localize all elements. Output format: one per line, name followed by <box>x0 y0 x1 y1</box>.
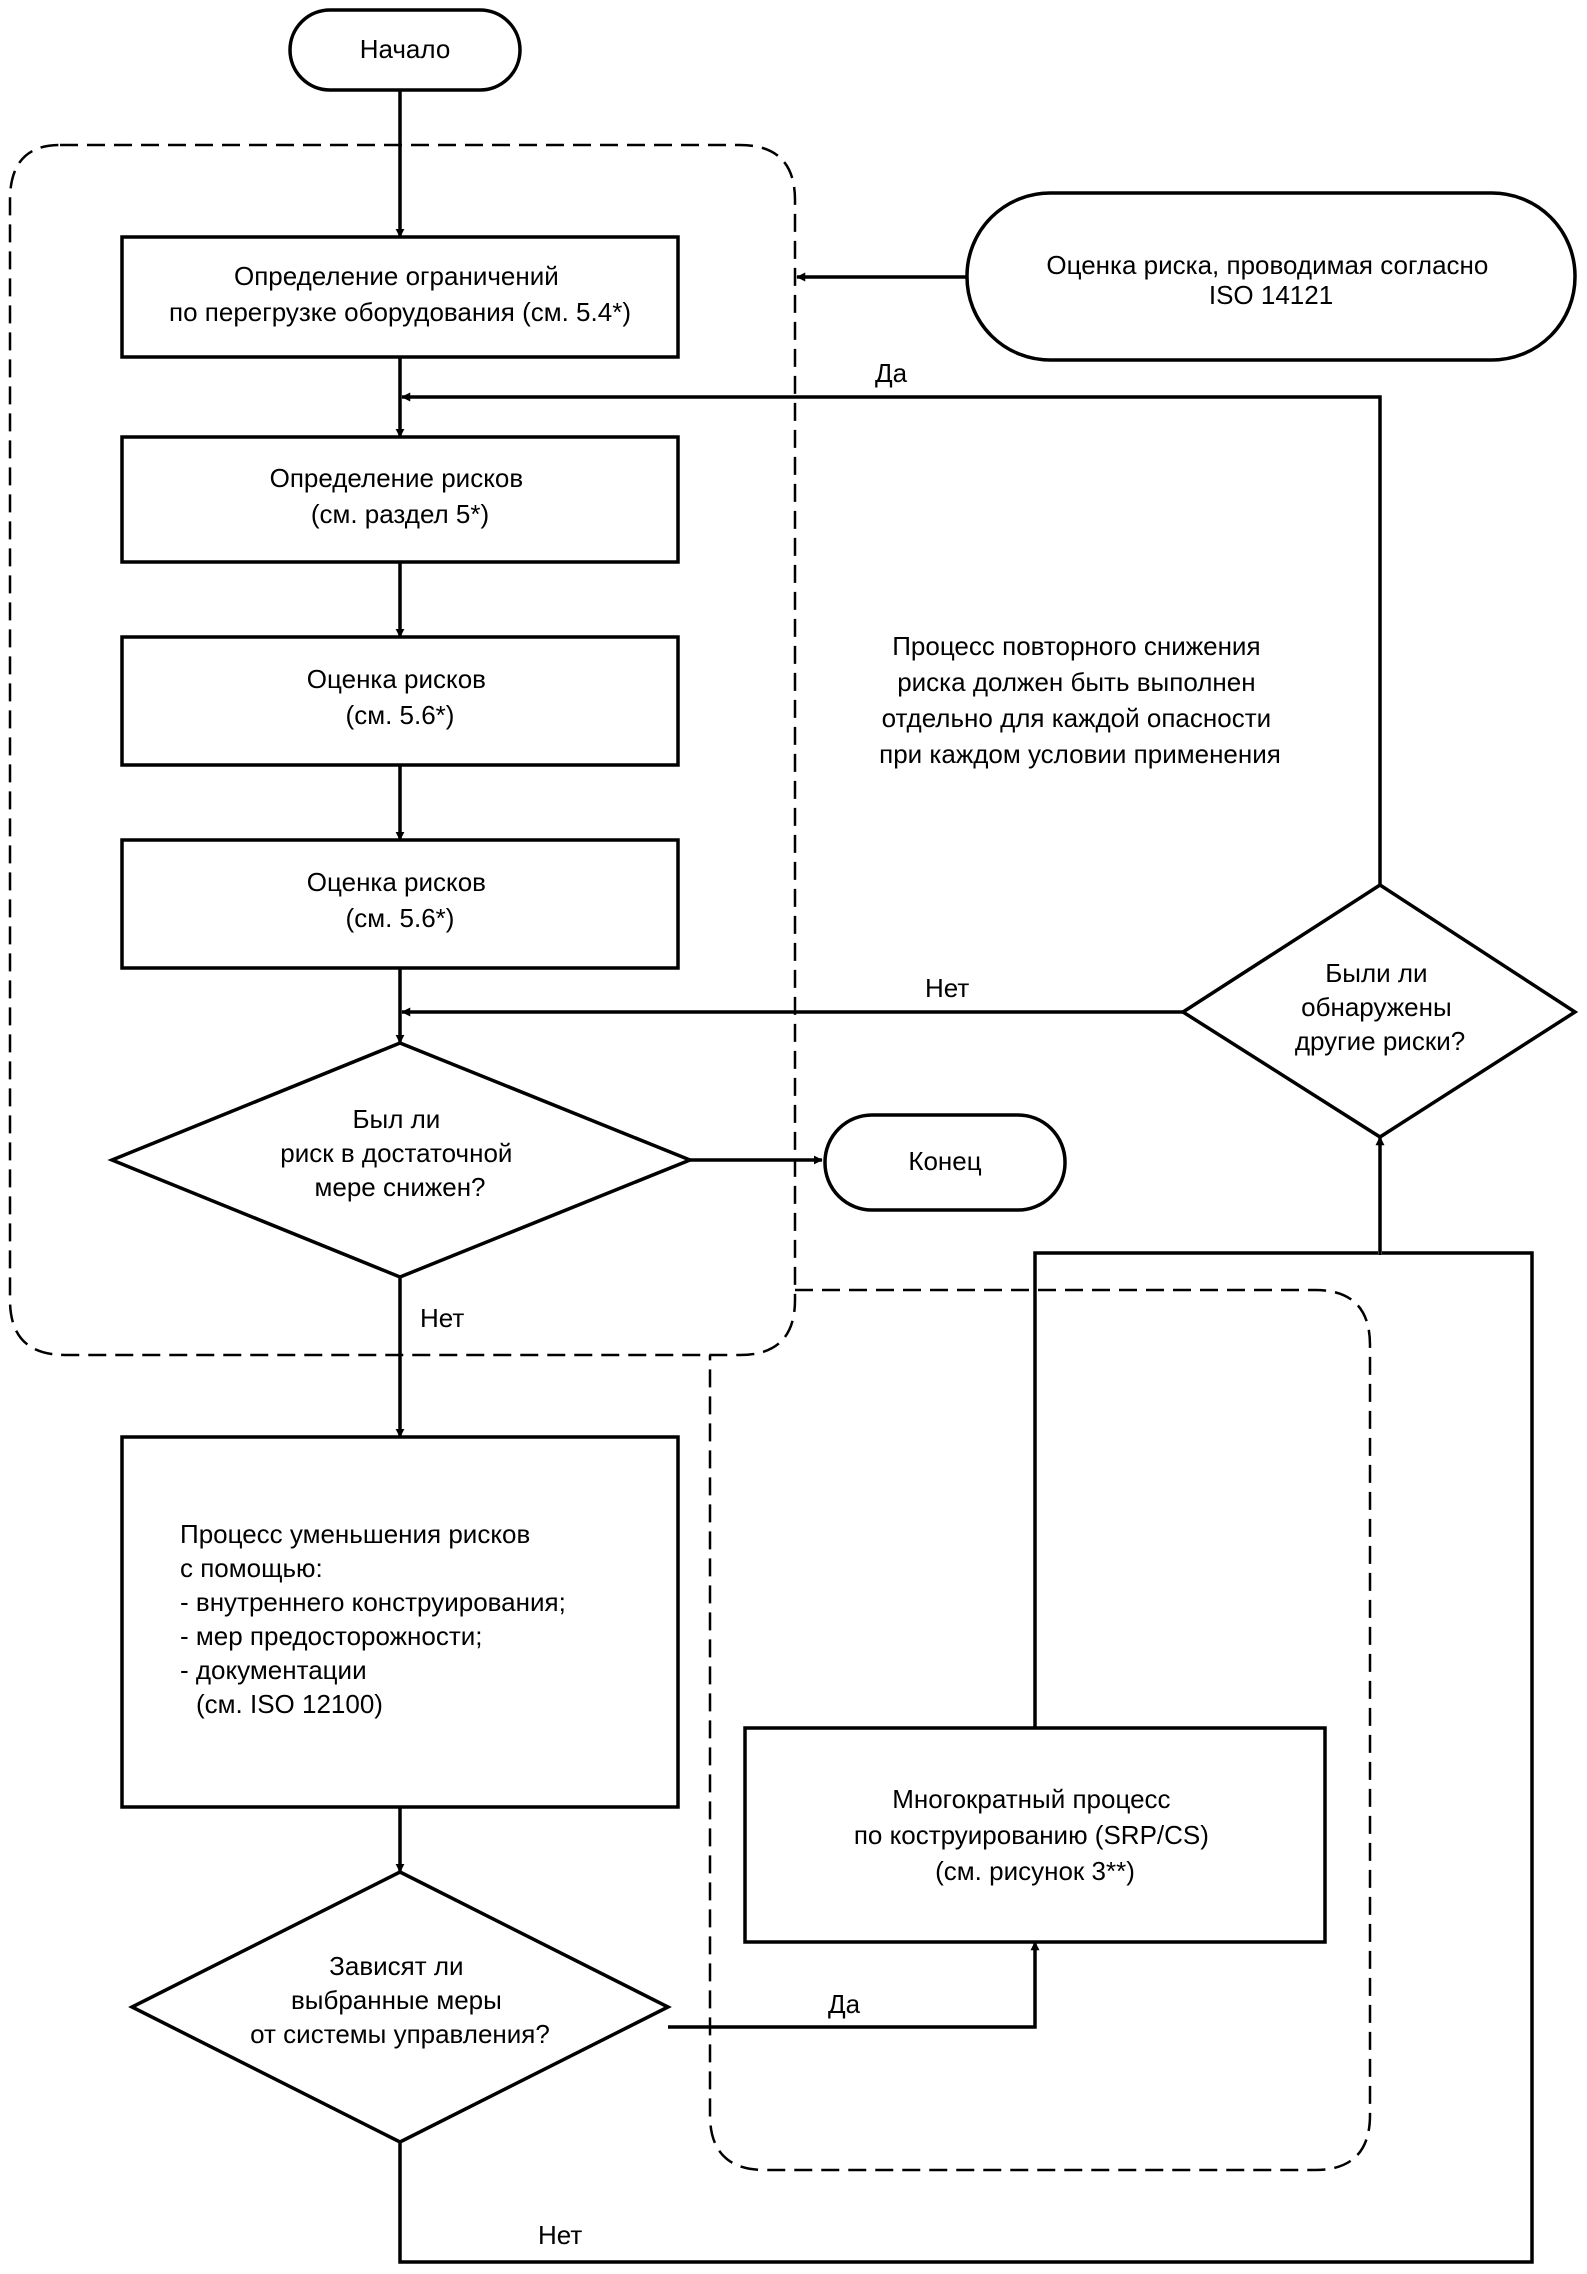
svg-text:Были ли обнаружены: Были ли обнаружены другие риски? <box>1295 958 1465 1056</box>
estimate-risks-line-1: Оценка рисков <box>307 664 486 694</box>
iteration-note: Процесс повторного снижения риска должен… <box>879 631 1281 769</box>
srp-cs-box: Многократный процесс по коструированию (… <box>743 1726 1327 1944</box>
end-terminal: Конец <box>823 1113 1067 1212</box>
iteration-note-line-3: отдельно для каждой опасности <box>882 703 1272 733</box>
decision-other-line-3: другие риски? <box>1295 1026 1465 1056</box>
srp-cs-frame <box>708 1288 1372 2172</box>
identify-risks-line-1: Определение рисков <box>270 463 524 493</box>
svg-text:Оценка рисков (см. 5.6*): Оценка рисков (см. 5.6*) <box>307 664 493 730</box>
svg-text:Оценка рисков (см. 5.6*): Оценка рисков (см. 5.6*) <box>307 867 493 933</box>
identify-risks-line-2: (см. раздел 5*) <box>311 499 489 529</box>
risk-reduction-line-6: (см. ISO 12100) <box>196 1689 383 1719</box>
risk-reduction-line-5: - документации <box>180 1655 367 1685</box>
decision-other-risks: Были ли обнаружены другие риски? <box>1179 882 1579 1140</box>
define-limits-line-2: по перегрузке оборудования (см. 5.4*) <box>169 297 631 327</box>
label-no-bottom: Нет <box>538 2220 582 2250</box>
svg-text:Был ли риск в достаточно: Был ли риск в достаточной мере снижен? <box>280 1104 519 1202</box>
evaluate-risks-line-2: (см. 5.6*) <box>346 903 455 933</box>
iteration-note-line-1: Процесс повторного снижения <box>892 631 1260 661</box>
decision-control-line-2: выбранные меры <box>291 1985 502 2015</box>
label-yes-control: Да <box>828 1989 861 2019</box>
risk-reduction-line-1: Процесс уменьшения рисков <box>180 1519 530 1549</box>
risk-reduction-line-3: - внутреннего конструирования; <box>180 1587 566 1617</box>
start-terminal: Начало <box>288 8 522 92</box>
iso-14121-line-2: ISO 14121 <box>1209 280 1333 310</box>
decision-risk-reduced-line-2: риск в достаточной <box>280 1138 512 1168</box>
decision-risk-reduced: Был ли риск в достаточной мере снижен? <box>107 1041 695 1279</box>
svg-text:Процесс повторного снижения: Процесс повторного снижения риска должен… <box>879 631 1281 769</box>
connectors <box>395 90 1534 2264</box>
risk-reduction-box: Процесс уменьшения рисков с помощью: - в… <box>120 1435 680 1809</box>
decision-control-line-1: Зависят ли <box>329 1951 463 1981</box>
decision-control-line-3: от системы управления? <box>250 2019 550 2049</box>
identify-risks-box: Определение рисков (см. раздел 5*) <box>120 435 680 564</box>
decision-other-line-1: Были ли <box>1325 958 1427 988</box>
decision-risk-reduced-line-3: мере снижен? <box>314 1172 485 1202</box>
define-limits-line-1: Определение ограничений <box>234 261 559 291</box>
end-label: Конец <box>908 1146 981 1176</box>
estimate-risks-box: Оценка рисков (см. 5.6*) <box>120 635 680 767</box>
decision-other-line-2: обнаружены <box>1301 992 1452 1022</box>
label-no-reduced: Нет <box>420 1303 464 1333</box>
label-no-other: Нет <box>925 973 969 1003</box>
iso-14121-line-1: Оценка риска, проводимая согласно <box>1046 250 1488 280</box>
svg-text:Определение рисков (см.: Определение рисков (см. раздел 5*) <box>270 463 531 529</box>
estimate-risks-line-2: (см. 5.6*) <box>346 700 455 730</box>
srp-cs-line-2: по коструированию (SRP/CS) <box>854 1820 1209 1850</box>
decision-control-system: Зависят ли выбранные меры от системы упр… <box>128 1870 672 2144</box>
svg-text:Процесс уменьшения рисков: Процесс уменьшения рисков с помощью: - в… <box>180 1519 573 1719</box>
svg-text:Оценка риска, проводимая согла: Оценка риска, проводимая согласно ISO 14… <box>1046 250 1495 310</box>
svg-text:Зависят ли выбранные мер: Зависят ли выбранные меры от системы упр… <box>250 1951 550 2049</box>
define-limits-box: Определение ограничений по перегрузке об… <box>120 235 680 359</box>
srp-cs-line-1: Многократный процесс <box>892 1784 1170 1814</box>
iso-14121-terminal: Оценка риска, проводимая согласно ISO 14… <box>965 191 1577 362</box>
svg-text:Многократный процесс по: Многократный процесс по коструированию (… <box>854 1784 1216 1886</box>
start-label: Начало <box>360 34 451 64</box>
risk-reduction-line-4: - мер предосторожности; <box>180 1621 483 1651</box>
srp-cs-line-3: (см. рисунок 3**) <box>935 1856 1135 1886</box>
risk-assessment-frame <box>8 143 797 1357</box>
iteration-note-line-2: риска должен быть выполнен <box>897 667 1255 697</box>
evaluate-risks-box: Оценка рисков (см. 5.6*) <box>120 838 680 970</box>
risk-reduction-line-2: с помощью: <box>180 1553 323 1583</box>
evaluate-risks-line-1: Оценка рисков <box>307 867 486 897</box>
iteration-note-line-4: при каждом условии применения <box>879 739 1281 769</box>
decision-risk-reduced-line-1: Был ли <box>352 1104 440 1134</box>
svg-text:Определение ограничений: Определение ограничений по перегрузке об… <box>169 261 631 327</box>
label-yes-top: Да <box>875 358 908 388</box>
